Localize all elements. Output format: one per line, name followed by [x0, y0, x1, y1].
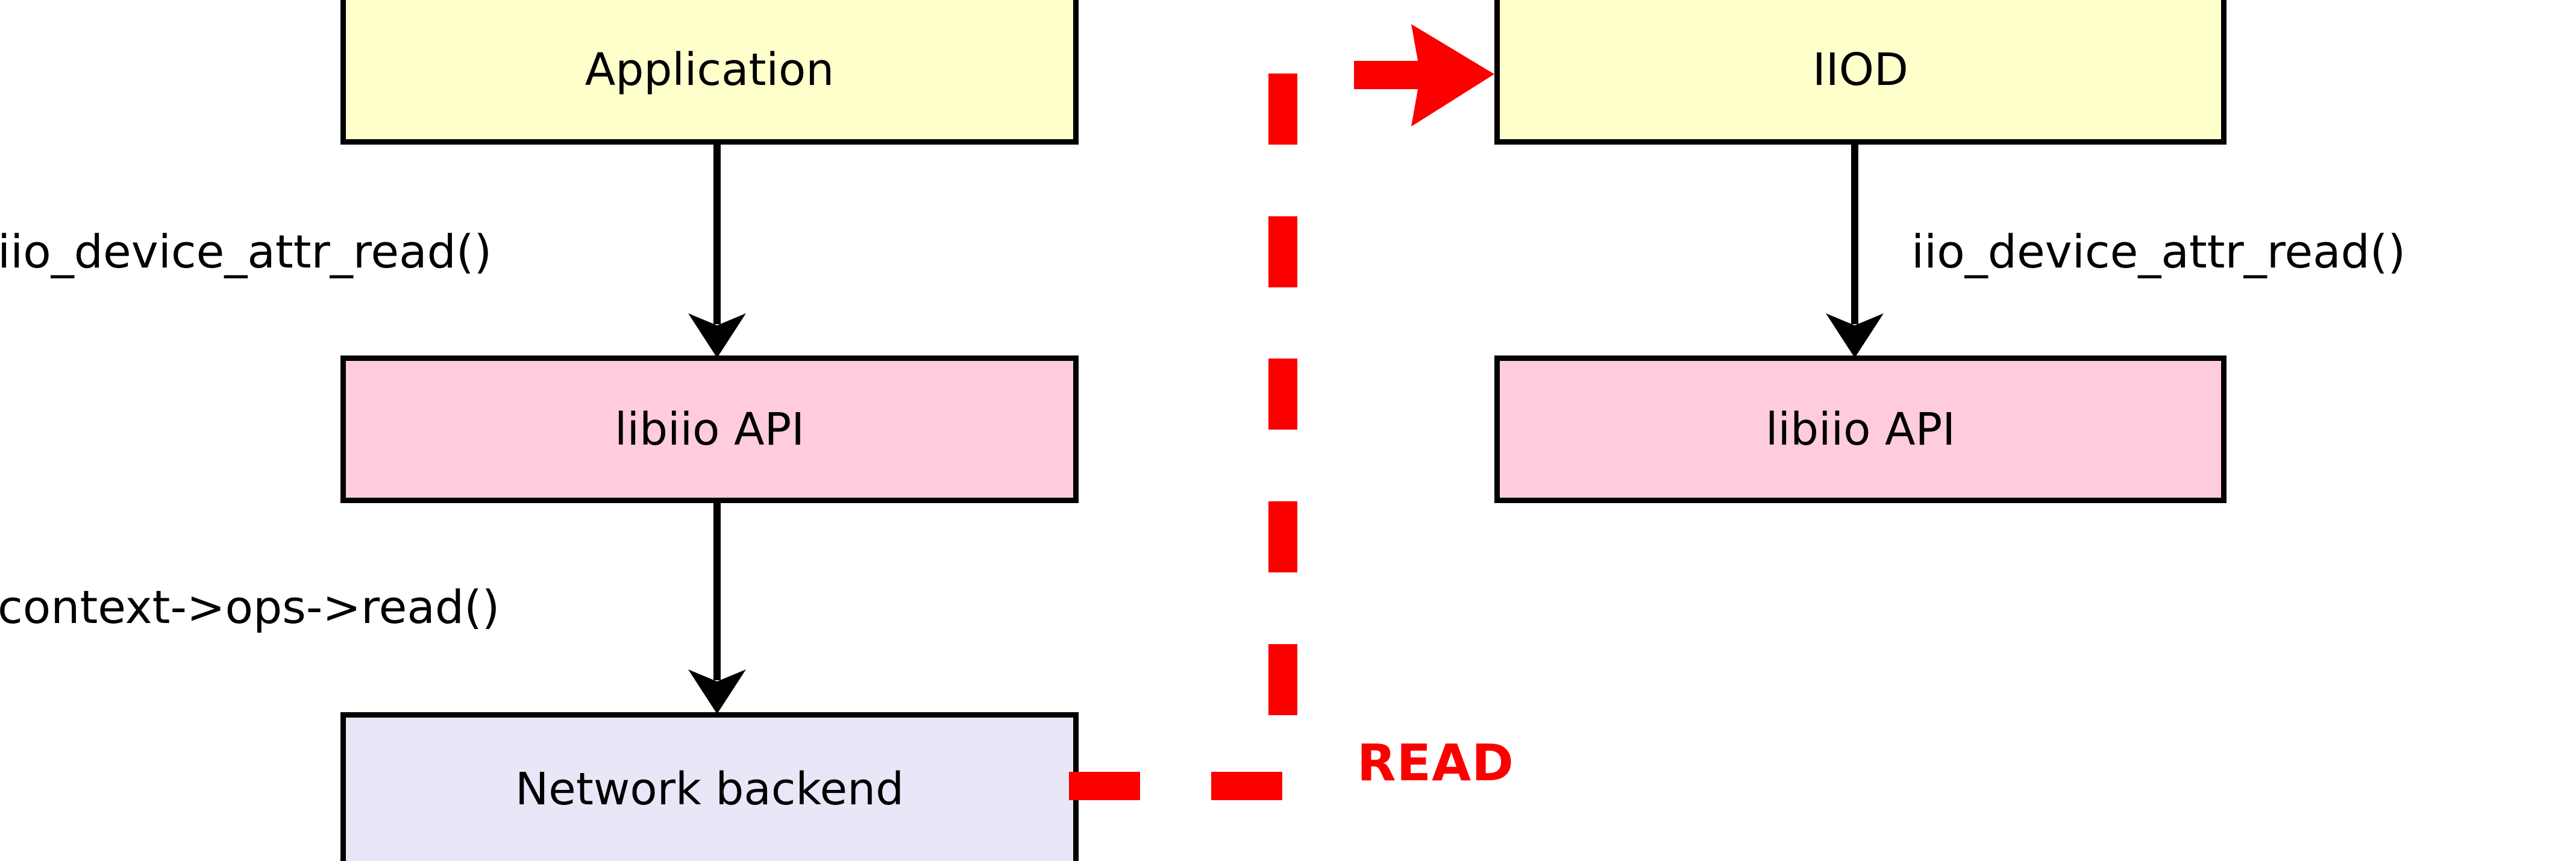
node-application-label: Application — [584, 43, 835, 96]
node-libiio-api-right-label: libiio API — [1765, 403, 1956, 456]
network-path-dash-h2 — [1211, 772, 1282, 800]
node-iiod[interactable]: IIOD — [1494, 0, 2227, 145]
node-libiio-api-left-label: libiio API — [614, 403, 805, 456]
node-application[interactable]: Application — [340, 0, 1079, 145]
connector-application-to-libiio-api — [657, 143, 777, 358]
node-libiio-api-left[interactable]: libiio API — [340, 355, 1079, 503]
connector-iiod-to-libiio-api — [1794, 143, 1915, 358]
network-path-dash-v3 — [1268, 358, 1297, 430]
edge-label-api-to-net: context->ops->read() — [0, 580, 500, 634]
network-path-read-label: READ — [1357, 733, 1514, 792]
network-path-dash-v5 — [1268, 644, 1297, 715]
node-iiod-label: IIOD — [1813, 43, 1908, 96]
network-path-dash-h1 — [1069, 772, 1140, 800]
node-network-backend[interactable]: Network backend — [340, 712, 1079, 861]
network-path-dash-v4 — [1268, 501, 1297, 572]
network-path-dash-v1 — [1268, 74, 1297, 145]
connector-libiio-api-to-network-backend — [657, 502, 777, 714]
edge-label-app-to-api: iio_device_attr_read() — [0, 225, 492, 278]
network-path-arrow-icon — [1354, 18, 1499, 133]
node-libiio-api-right[interactable]: libiio API — [1494, 355, 2227, 503]
node-network-backend-label: Network backend — [515, 763, 904, 815]
network-path-dash-v2 — [1268, 216, 1297, 287]
edge-label-iiod-to-api: iio_device_attr_read() — [1911, 225, 2406, 278]
